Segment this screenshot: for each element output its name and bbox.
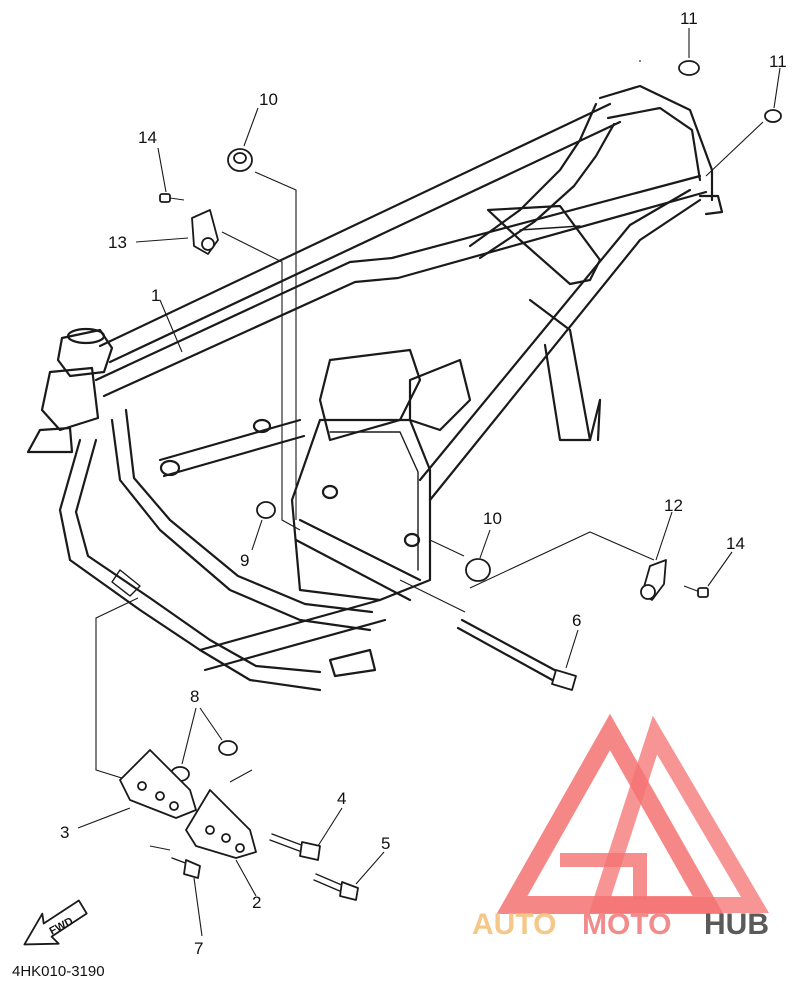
- callout-5: 5: [381, 834, 390, 853]
- wordmark-hub: HUB: [704, 908, 769, 941]
- callout-11-right: 11: [769, 52, 787, 71]
- callout-9: 9: [240, 551, 249, 570]
- callout-7: 7: [194, 939, 203, 958]
- callout-14-right: 14: [726, 534, 745, 553]
- callout-14-top: 14: [138, 128, 157, 147]
- automotohub-logo: [496, 713, 769, 914]
- bolt-7: [171, 857, 201, 879]
- nut-8-right: [218, 740, 238, 756]
- callout-12: 12: [664, 496, 683, 515]
- bolt-4: [269, 833, 321, 861]
- bracket-12: [640, 559, 667, 601]
- wordmark-auto: AUTO: [472, 908, 556, 941]
- wordmark-moto: MOTO: [582, 908, 671, 941]
- cap-11-top: [678, 60, 700, 76]
- engine-bracket-2: [185, 789, 257, 859]
- engine-bracket-3: [119, 749, 197, 819]
- callout-10-top: 10: [259, 90, 278, 109]
- logo-g-stroke: [560, 853, 647, 900]
- long-bolt-6: [456, 618, 577, 691]
- callout-6: 6: [572, 611, 581, 630]
- automotohub-wordmark: AUTO MOTO HUB: [472, 908, 769, 941]
- grommet-10-right: [465, 558, 491, 582]
- callout-10-right: 10: [483, 509, 502, 528]
- bolt-5: [313, 873, 359, 901]
- callout-4: 4: [337, 789, 346, 808]
- bolt-14-top: [159, 193, 185, 203]
- bolt-14-right: [683, 585, 709, 598]
- cap-11-right: [764, 109, 782, 123]
- bracket-13: [191, 209, 219, 255]
- alignment-lines: [95, 60, 764, 851]
- callout-8: 8: [190, 687, 199, 706]
- callout-2: 2: [252, 893, 261, 912]
- grommet-10-top: [227, 148, 253, 172]
- callout-3: 3: [60, 823, 69, 842]
- callout-11-top: 11: [680, 9, 698, 28]
- main-frame: [26, 84, 724, 692]
- bushing-9: [256, 501, 276, 519]
- callout-1: 1: [151, 286, 160, 305]
- callout-leaders: [77, 28, 781, 937]
- diagram-part-code: 4HK010-3190: [12, 963, 105, 980]
- logo-triangle-right: [589, 715, 769, 913]
- fwd-arrow: FWD: [23, 899, 88, 946]
- callout-13: 13: [108, 233, 127, 252]
